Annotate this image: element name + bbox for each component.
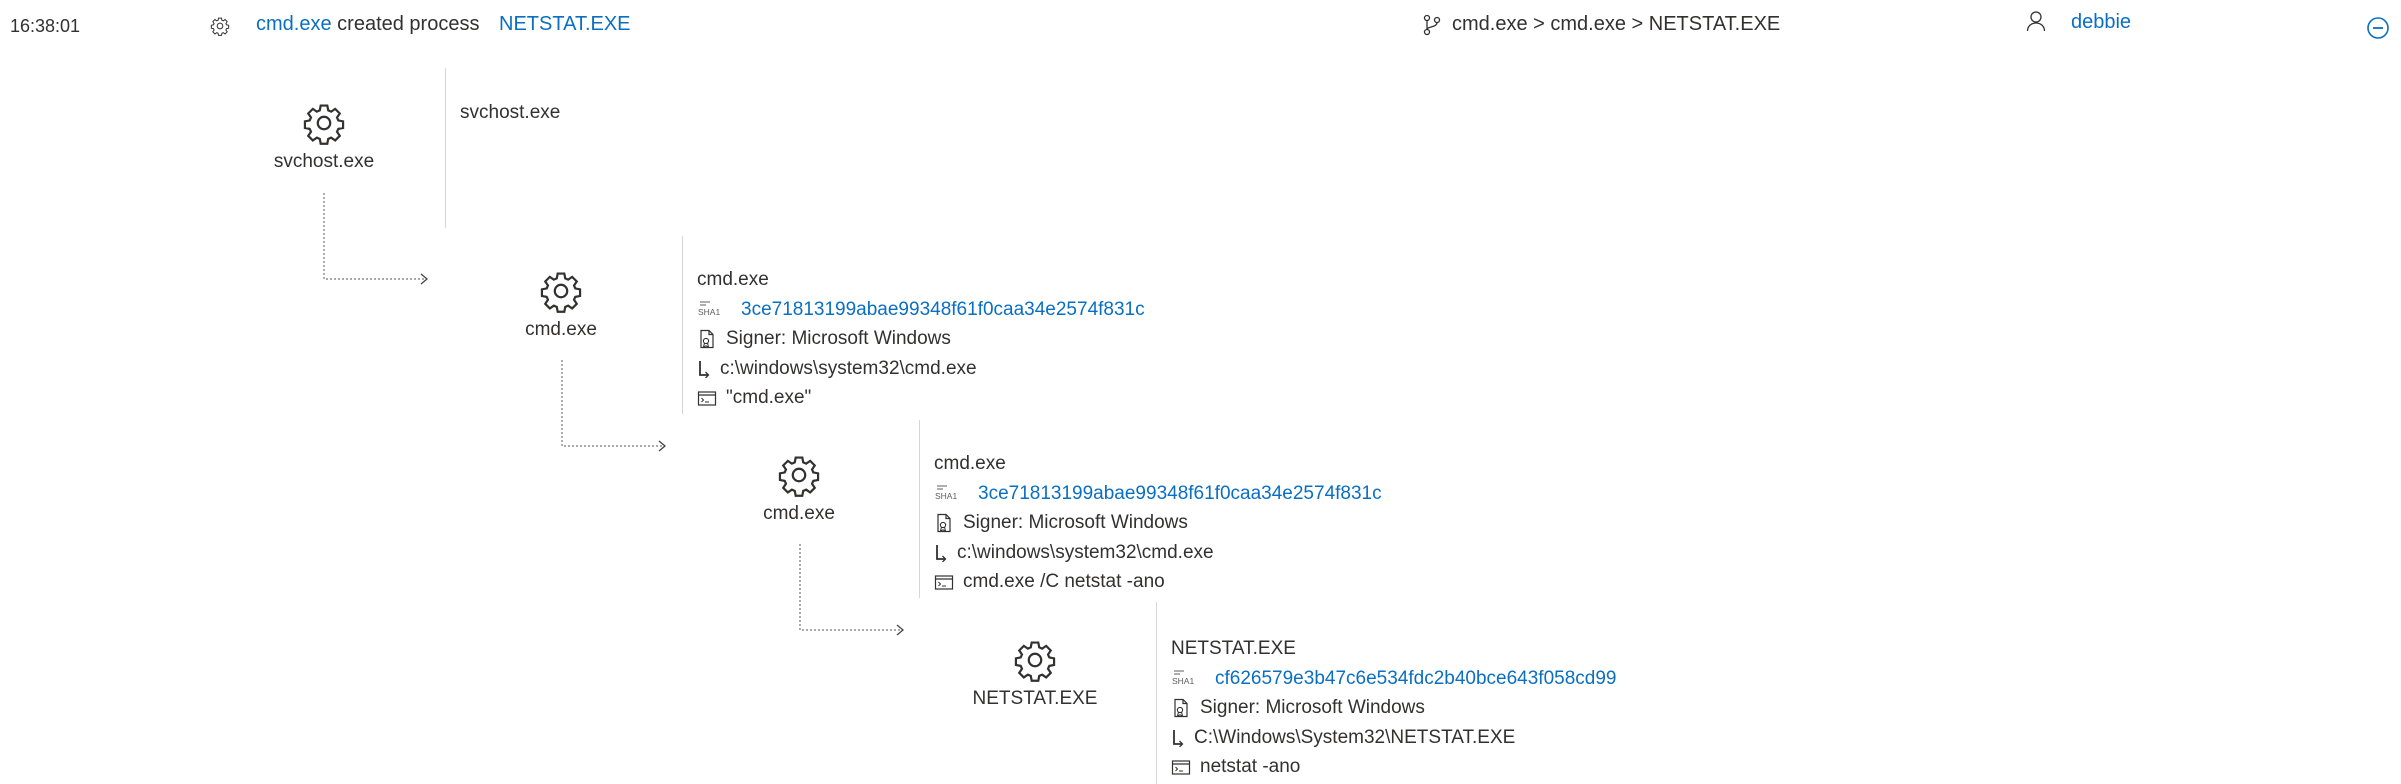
command-row: "cmd.exe" xyxy=(697,383,1145,413)
sha1-icon: SHA1 xyxy=(935,485,957,501)
command-icon xyxy=(1171,760,1191,775)
process-node-svchost[interactable]: svchost.exe xyxy=(234,101,414,173)
signer-row: Signer: Microsoft Windows xyxy=(697,324,1145,354)
panel-divider xyxy=(445,68,446,228)
process-details-cmd-1: cmd.exe SHA1 3ce71813199abae99348f61f0ca… xyxy=(697,265,1145,413)
signer-text: Signer: Microsoft Windows xyxy=(963,512,1188,533)
svg-text:SHA1: SHA1 xyxy=(935,491,957,501)
command-text: "cmd.exe" xyxy=(726,387,812,408)
sha1-row: SHA1 3ce71813199abae99348f61f0caa34e2574… xyxy=(934,479,1382,509)
process-details-cmd-2: cmd.exe SHA1 3ce71813199abae99348f61f0ca… xyxy=(934,449,1382,597)
command-icon xyxy=(934,575,954,590)
user-link[interactable]: debbie xyxy=(2071,11,2132,33)
signer-icon xyxy=(700,329,714,348)
process-node-label: NETSTAT.EXE xyxy=(972,688,1098,709)
process-details-title: svchost.exe xyxy=(460,102,561,123)
process-details-netstat: NETSTAT.EXE SHA1 cf626579e3b47c6e534fdc2… xyxy=(1171,634,1616,782)
process-node-label: cmd.exe xyxy=(525,319,597,340)
branch-icon xyxy=(1423,14,1441,36)
command-text: cmd.exe /C netstat -ano xyxy=(963,571,1165,592)
user-icon xyxy=(2026,11,2046,32)
process-details-title: NETSTAT.EXE xyxy=(1171,638,1296,659)
sha1-icon: SHA1 xyxy=(698,301,720,317)
command-row: cmd.exe /C netstat -ano xyxy=(934,567,1382,597)
sha1-link[interactable]: cf626579e3b47c6e534fdc2b40bce643f058cd99 xyxy=(1215,667,1617,689)
process-node-cmd-1[interactable]: cmd.exe xyxy=(471,269,651,341)
process-node-netstat[interactable]: NETSTAT.EXE xyxy=(945,638,1125,710)
path-row: C:\Windows\System32\NETSTAT.EXE xyxy=(1171,723,1616,753)
gear-icon xyxy=(302,101,346,145)
command-row: netstat -ano xyxy=(1171,752,1616,782)
panel-divider xyxy=(919,420,920,598)
sha1-link[interactable]: 3ce71813199abae99348f61f0caa34e2574f831c xyxy=(741,298,1145,320)
process-details-svchost: svchost.exe xyxy=(460,98,560,128)
process-details-title: cmd.exe xyxy=(697,269,769,290)
signer-icon xyxy=(937,513,951,532)
process-node-label: cmd.exe xyxy=(763,503,835,524)
event-target-link[interactable]: NETSTAT.EXE xyxy=(499,13,631,35)
path-text: c:\windows\system32\cmd.exe xyxy=(957,541,1214,563)
event-description: cmd.exe created process NETSTAT.EXE xyxy=(256,12,631,36)
svg-text:SHA1: SHA1 xyxy=(1172,676,1194,686)
collapse-icon[interactable] xyxy=(2366,16,2390,40)
signer-text: Signer: Microsoft Windows xyxy=(726,328,951,349)
sha1-icon: SHA1 xyxy=(1172,670,1194,686)
path-icon xyxy=(936,545,947,563)
process-node-cmd-2[interactable]: cmd.exe xyxy=(709,453,889,525)
event-time: 16:38:01 xyxy=(10,16,81,36)
path-text: C:\Windows\System32\NETSTAT.EXE xyxy=(1194,726,1516,748)
gear-icon xyxy=(777,453,821,497)
signer-row: Signer: Microsoft Windows xyxy=(934,508,1382,538)
svg-text:SHA1: SHA1 xyxy=(698,307,720,317)
panel-divider xyxy=(682,236,683,414)
event-verb: created process xyxy=(337,13,480,35)
gear-icon xyxy=(1013,638,1057,682)
signer-text: Signer: Microsoft Windows xyxy=(1200,697,1425,718)
gear-icon xyxy=(539,269,583,313)
command-icon xyxy=(697,391,717,406)
path-row: c:\windows\system32\cmd.exe xyxy=(934,538,1382,568)
path-icon xyxy=(699,361,710,379)
command-text: netstat -ano xyxy=(1200,756,1301,777)
process-tree-breadcrumb: cmd.exe > cmd.exe > NETSTAT.EXE xyxy=(1452,13,1781,35)
process-node-label: svchost.exe xyxy=(273,151,375,172)
sha1-row: SHA1 3ce71813199abae99348f61f0caa34e2574… xyxy=(697,295,1145,325)
sha1-link[interactable]: 3ce71813199abae99348f61f0caa34e2574f831c xyxy=(978,482,1382,504)
path-icon xyxy=(1173,730,1184,748)
path-text: c:\windows\system32\cmd.exe xyxy=(720,357,977,379)
sha1-row: SHA1 cf626579e3b47c6e534fdc2b40bce643f05… xyxy=(1171,664,1616,694)
process-details-title: cmd.exe xyxy=(934,453,1006,474)
event-actor-link[interactable]: cmd.exe xyxy=(256,13,332,35)
signer-icon xyxy=(1174,698,1188,717)
signer-row: Signer: Microsoft Windows xyxy=(1171,693,1616,723)
path-row: c:\windows\system32\cmd.exe xyxy=(697,354,1145,384)
panel-divider xyxy=(1156,602,1157,784)
